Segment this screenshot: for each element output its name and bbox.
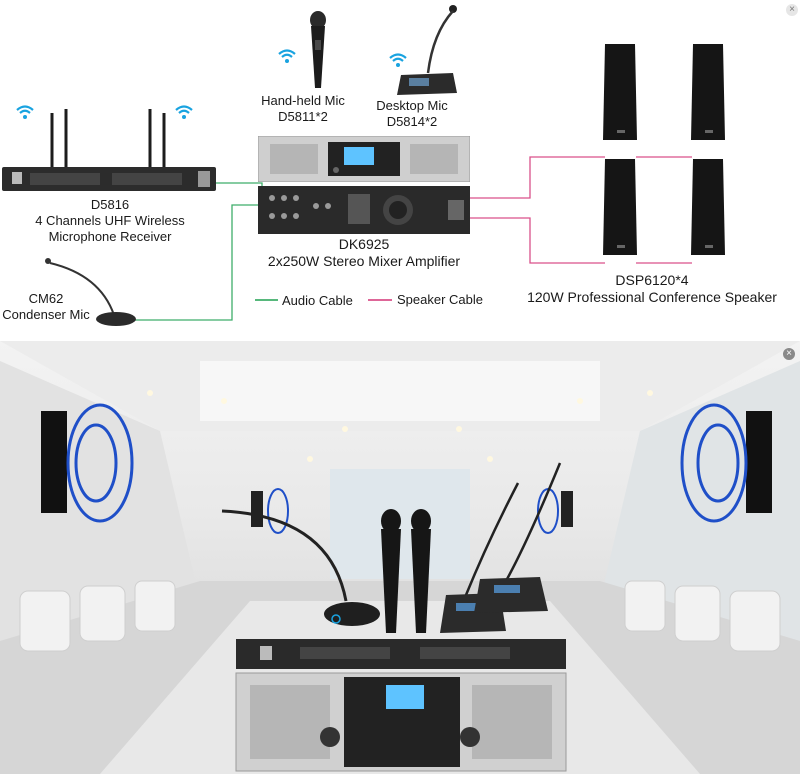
cable-diagram (130, 156, 692, 321)
wifi-icon (278, 49, 296, 63)
speaker-desc: 120W Professional Conference Speaker (527, 289, 777, 305)
speaker-image (691, 159, 725, 255)
speaker-model: DSP6120*4 (615, 272, 689, 288)
conference-room-image (0, 341, 800, 774)
speaker-image (603, 159, 637, 255)
close-icon[interactable]: × (783, 348, 795, 360)
desktop-mic-model: D5814*2 (386, 114, 438, 129)
legend-audio-cable: Audio Cable (282, 293, 353, 308)
speaker-cable-upper (470, 156, 605, 199)
speaker-image (691, 44, 725, 140)
wifi-icon (175, 105, 193, 119)
conference-room-scene (0, 341, 800, 774)
close-icon[interactable]: × (786, 4, 798, 16)
handheld-mic-image (310, 11, 326, 88)
amplifier-rear-image (258, 186, 470, 234)
condenser-mic-image (45, 258, 136, 326)
condenser-mic-desc: Condenser Mic (2, 307, 90, 322)
speaker-cable-lower (470, 217, 605, 264)
amplifier-desc: 2x250W Stereo Mixer Amplifier (267, 253, 461, 269)
receiver-model: D5816 (90, 197, 130, 212)
condenser-mic-label: CM62 Condenser Mic (0, 291, 92, 323)
speaker-image (603, 44, 637, 140)
condenser-mic-model: CM62 (28, 291, 64, 306)
receiver-desc-line2: Microphone Receiver (48, 229, 172, 244)
handheld-mic-model: D5811*2 (278, 109, 328, 124)
amplifier-model: DK6925 (338, 236, 390, 252)
desktop-mic-label: Desktop Mic D5814*2 (360, 98, 464, 130)
handheld-mic-name: Hand-held Mic (261, 93, 345, 108)
audio-cable-receiver (215, 182, 263, 193)
wifi-icon (16, 105, 34, 119)
handheld-mic-label: Hand-held Mic D5811*2 (248, 93, 358, 125)
receiver-desc-line1: 4 Channels UHF Wireless (35, 213, 185, 228)
speaker-label: DSP6120*4 120W Professional Conference S… (506, 272, 798, 306)
amplifier-front-image (258, 136, 470, 182)
legend-speaker-cable: Speaker Cable (397, 292, 483, 307)
audio-cable-cm62 (130, 204, 262, 321)
receiver-label: D5816 4 Channels UHF Wireless Microphone… (20, 197, 200, 245)
receiver-image (2, 109, 216, 191)
wifi-icon (389, 53, 407, 67)
desktop-mic-image (397, 5, 457, 95)
amplifier-label: DK6925 2x250W Stereo Mixer Amplifier (254, 236, 474, 270)
desktop-mic-name: Desktop Mic (376, 98, 448, 113)
